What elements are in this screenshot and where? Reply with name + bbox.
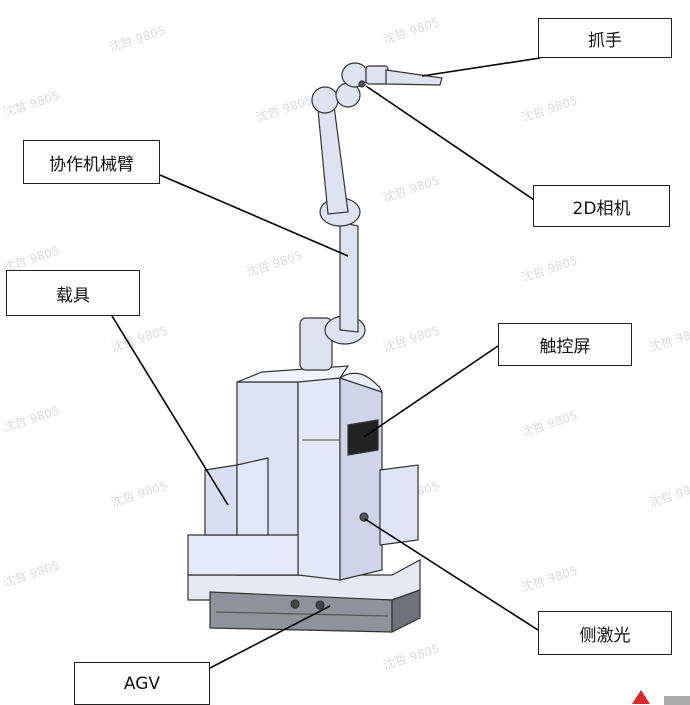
leader-arm (159, 174, 349, 257)
gripper-mount (365, 65, 389, 85)
leader-camera (365, 85, 541, 205)
leader-lines (111, 57, 541, 669)
gripper-finger (385, 69, 443, 86)
leader-side-laser (364, 518, 539, 631)
agv-base (187, 558, 421, 633)
carrier-box-front (236, 457, 269, 536)
logo-mark-shape (632, 690, 650, 704)
logo-mark (632, 690, 690, 705)
cabinet-side (339, 377, 383, 581)
arm-base (299, 317, 333, 371)
camera-lens (358, 80, 366, 88)
logo-mark-text (664, 696, 690, 705)
arm-upper-link (317, 105, 349, 215)
agv-wheel (315, 600, 325, 610)
carrier-shelf (187, 534, 299, 576)
leader-agv (209, 605, 331, 669)
cabinet (236, 365, 419, 581)
label-gripper: 抓手 (538, 18, 672, 58)
cobot-arm (299, 62, 443, 371)
arm-wrist-joint (311, 86, 339, 114)
leader-carrier (111, 315, 229, 506)
agv-trim (215, 611, 389, 617)
label-carrier: 载具 (6, 270, 140, 316)
agv-side (391, 589, 421, 633)
agv-wheel (290, 599, 300, 609)
label-touchscreen: 触控屏 (498, 323, 632, 366)
arm-lower-link (339, 221, 359, 333)
carrier (187, 457, 299, 576)
label-2d-camera: 2D相机 (533, 185, 670, 227)
label-side-laser: 侧激光 (538, 611, 672, 655)
side-laser-box (379, 464, 419, 546)
leader-touchscreen (363, 345, 499, 438)
leader-gripper (421, 57, 541, 77)
cabinet-dome (338, 372, 384, 394)
label-cobot-arm: 协作机械臂 (23, 140, 160, 184)
label-agv: AGV (74, 662, 210, 705)
touchscreen-panel (347, 419, 379, 456)
cabinet-mid (297, 377, 341, 581)
